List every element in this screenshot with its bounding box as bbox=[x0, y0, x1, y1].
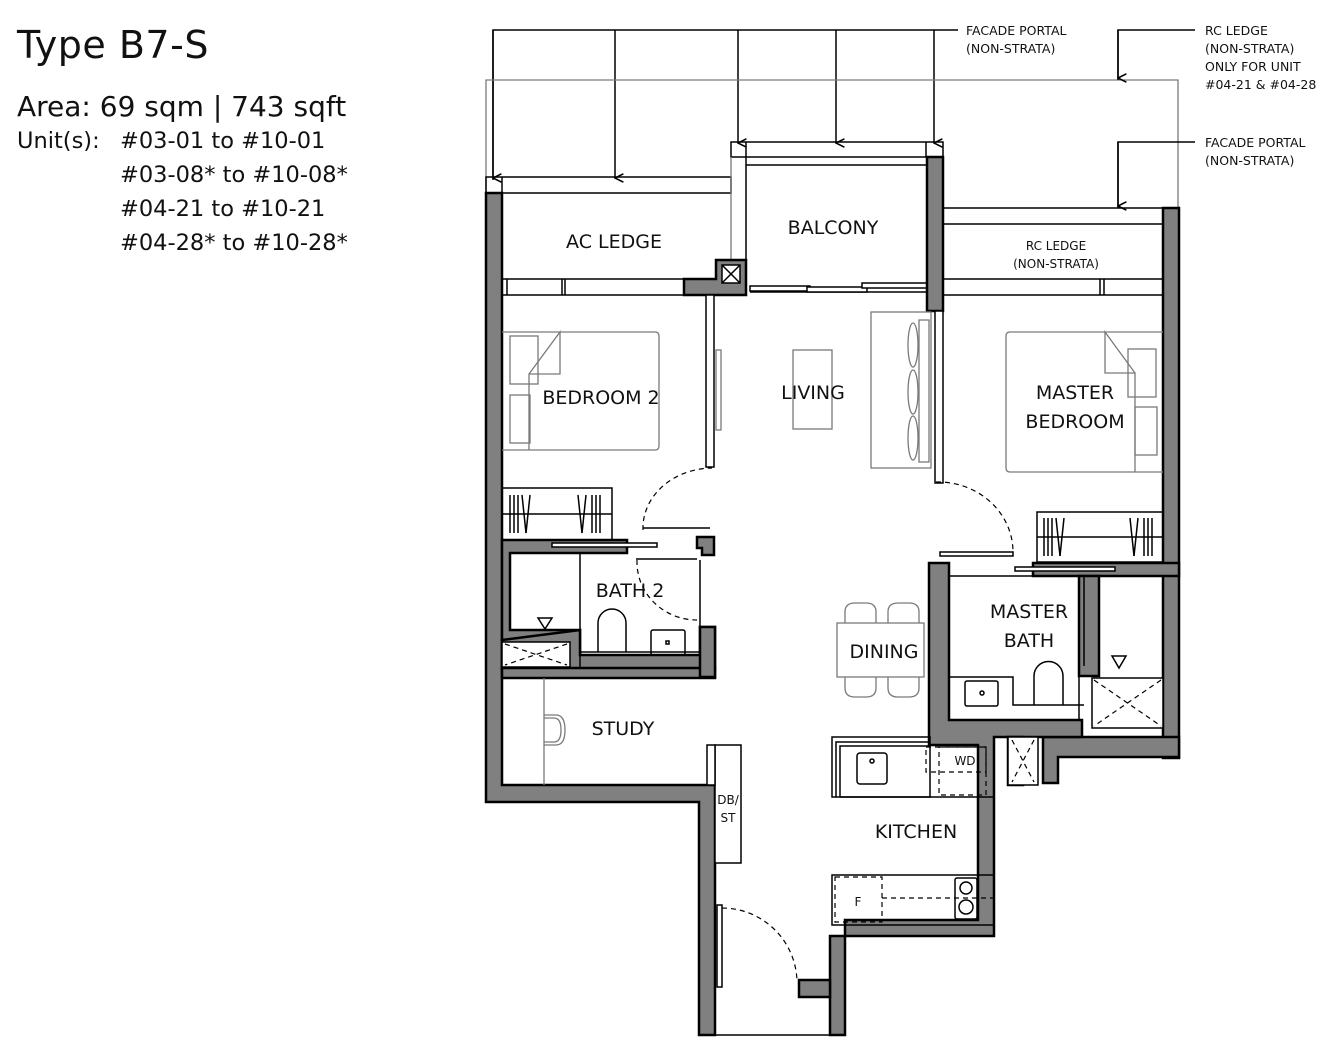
label-fridge: F bbox=[855, 895, 862, 909]
unit-range: #03-08* to #10-08* bbox=[120, 162, 348, 188]
annotation-facade-portal-top: FACADE PORTAL (NON-STRATA) bbox=[966, 23, 1067, 56]
door-swing-entrance bbox=[721, 907, 798, 983]
label-master-bath: MASTER bbox=[990, 601, 1068, 623]
svg-text:#04-21 & #04-28: #04-21 & #04-28 bbox=[1205, 77, 1316, 92]
label-db: DB/ bbox=[717, 793, 739, 807]
bath2-fixtures bbox=[501, 553, 701, 668]
svg-text:(NON-STRATA): (NON-STRATA) bbox=[966, 41, 1055, 56]
label-dining: DINING bbox=[850, 641, 919, 663]
label-st: ST bbox=[721, 811, 737, 825]
svg-text:FACADE PORTAL: FACADE PORTAL bbox=[1205, 135, 1306, 150]
svg-text:(NON-STRATA): (NON-STRATA) bbox=[1205, 41, 1294, 56]
unit-range: #03-01 to #10-01 bbox=[120, 128, 326, 154]
db-st-cabinet bbox=[714, 744, 742, 864]
sofa bbox=[870, 311, 932, 469]
label-living: LIVING bbox=[781, 382, 845, 404]
label-master-bedroom: MASTER bbox=[1036, 382, 1114, 404]
wardrobe-master bbox=[939, 511, 1164, 572]
label-bedroom-2: BEDROOM 2 bbox=[542, 387, 659, 409]
label-rc-ledge-sub: (NON-STRATA) bbox=[1013, 257, 1099, 271]
label-master-bath-2: BATH bbox=[1004, 630, 1054, 652]
label-kitchen: KITCHEN bbox=[875, 821, 957, 843]
svg-text:ONLY FOR UNIT: ONLY FOR UNIT bbox=[1205, 59, 1301, 74]
door-swing-bath2 bbox=[636, 559, 698, 621]
bed-bedroom2 bbox=[502, 330, 660, 451]
unit-list: Unit(s): #03-01 to #10-01 #03-08* to #10… bbox=[17, 124, 348, 260]
units-label: Unit(s): bbox=[17, 128, 100, 154]
label-balcony: BALCONY bbox=[788, 217, 879, 239]
unit-range: #04-28* to #10-28* bbox=[120, 230, 348, 256]
unit-type-title: Type B7-S bbox=[17, 23, 209, 67]
facade-portal-leaders bbox=[493, 29, 958, 180]
bed-master bbox=[1005, 330, 1163, 473]
label-wd: WD bbox=[954, 754, 975, 768]
label-rc-ledge: RC LEDGE bbox=[1026, 239, 1086, 253]
door-swing-bedroom2 bbox=[642, 467, 713, 531]
unit-area: Area: 69 sqm | 743 sqft bbox=[17, 90, 347, 123]
master-bath-fixtures bbox=[948, 575, 1164, 729]
wardrobe-bedroom2 bbox=[501, 487, 658, 548]
rc-ledge-outline bbox=[485, 79, 1179, 210]
label-ac-ledge: AC LEDGE bbox=[566, 231, 662, 253]
door-swing-master bbox=[935, 481, 1014, 553]
unit-info: Type B7-S Area: 69 sqm | 743 sqft Unit(s… bbox=[17, 22, 348, 260]
dining-set bbox=[836, 602, 925, 698]
kitchen-fixtures bbox=[831, 736, 1039, 926]
label-bath-2: BATH 2 bbox=[596, 580, 665, 602]
unit-range: #04-21 to #10-21 bbox=[120, 196, 326, 222]
svg-text:(NON-STRATA): (NON-STRATA) bbox=[1205, 153, 1294, 168]
label-master-bedroom-2: BEDROOM bbox=[1025, 411, 1124, 433]
annotation-rc-ledge: RC LEDGE (NON-STRATA) ONLY FOR UNIT #04-… bbox=[1205, 23, 1316, 92]
svg-text:FACADE PORTAL: FACADE PORTAL bbox=[966, 23, 1067, 38]
study-desk bbox=[543, 678, 566, 785]
coffee-table bbox=[792, 349, 833, 430]
annotation-facade-portal-right: FACADE PORTAL (NON-STRATA) bbox=[1205, 135, 1306, 168]
svg-text:RC LEDGE: RC LEDGE bbox=[1205, 23, 1268, 38]
label-study: STUDY bbox=[592, 718, 655, 740]
